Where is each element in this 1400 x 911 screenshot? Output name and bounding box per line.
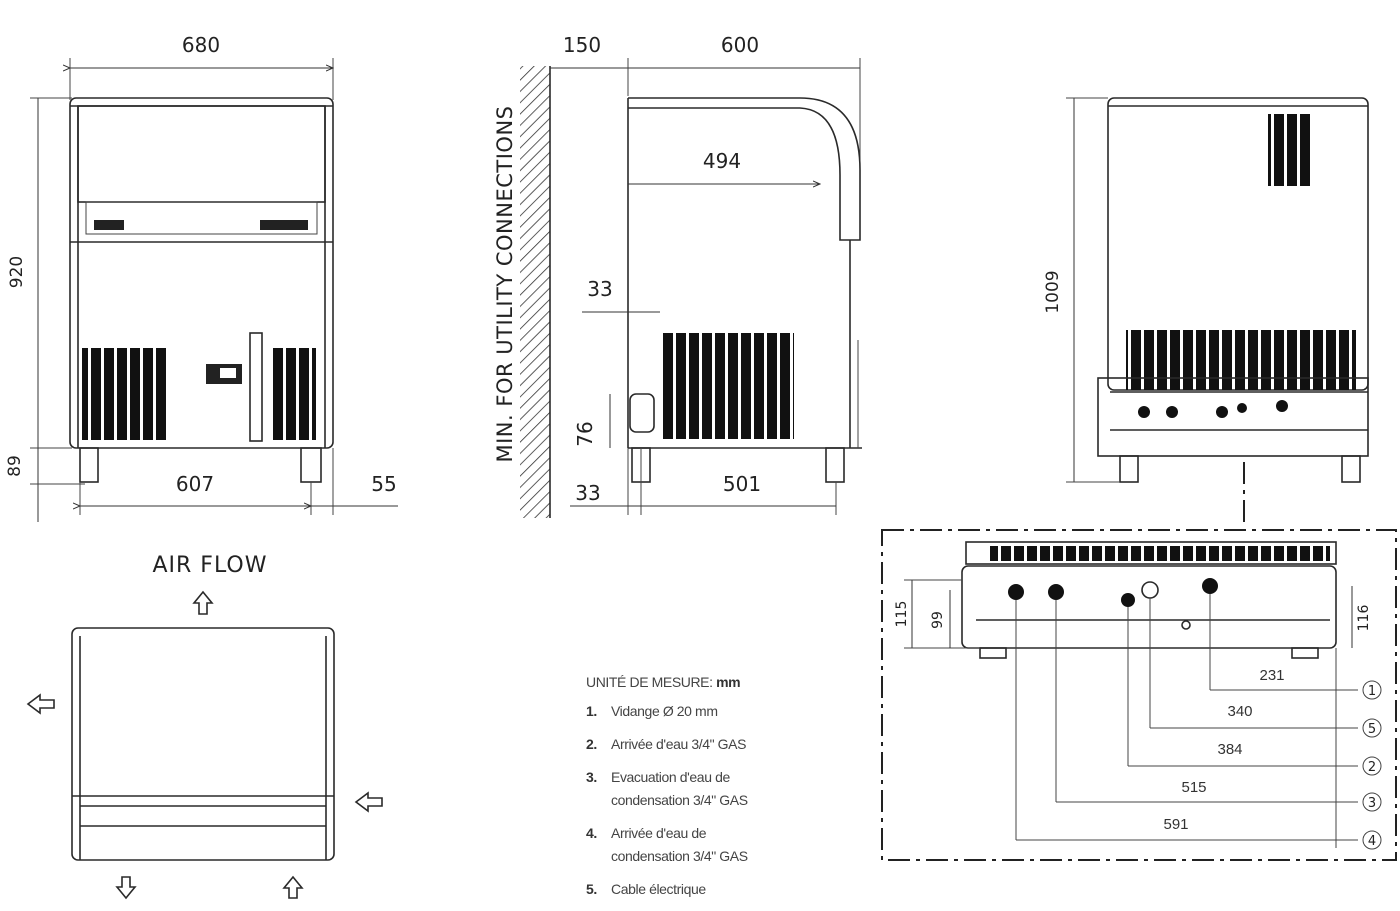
- detail-view: 115 99 116 231 340 384 515 591 1 5: [881, 529, 1397, 861]
- dim-99: 99: [930, 611, 946, 629]
- airflow-arrow-left: [26, 693, 55, 715]
- legend-item: 5.Cable électrique: [586, 881, 706, 897]
- callout-3: 3: [1362, 792, 1382, 812]
- airflow-arrow-down: [115, 876, 137, 900]
- dim-33-top: 33: [587, 277, 612, 301]
- dim-591: 591: [1163, 816, 1188, 833]
- dim-501: 501: [723, 472, 761, 496]
- dim-515: 515: [1181, 779, 1206, 796]
- dim-1009: 1009: [1043, 270, 1063, 313]
- dim-89: 89: [5, 455, 25, 477]
- dim-55: 55: [371, 472, 396, 496]
- airflow-arrow-up-bottom: [282, 875, 304, 899]
- legend: UNITÉ DE MESURE: mm 1.Vidange Ø 20 mm 2.…: [586, 674, 886, 911]
- dim-920: 920: [7, 256, 27, 288]
- dim-231: 231: [1259, 667, 1284, 684]
- unit-of-measure: UNITÉ DE MESURE: mm: [586, 674, 741, 690]
- svg-text:1: 1: [1368, 684, 1376, 699]
- airflow-arrow-right-in: [354, 791, 383, 813]
- callout-2: 2: [1362, 756, 1382, 776]
- dim-607: 607: [176, 472, 214, 496]
- callout-4: 4: [1362, 830, 1382, 850]
- dim-494: 494: [703, 149, 741, 173]
- legend-item: 1.Vidange Ø 20 mm: [586, 703, 718, 719]
- callout-1: 1: [1362, 680, 1382, 700]
- svg-text:3: 3: [1368, 796, 1376, 811]
- dim-115: 115: [894, 601, 910, 628]
- air-flow-label: AIR FLOW: [152, 553, 267, 578]
- front-view: 680 920 89 607: [5, 33, 398, 522]
- airflow-arrow-up-top: [192, 590, 214, 615]
- dim-150: 150: [563, 33, 601, 57]
- dim-680: 680: [182, 33, 220, 57]
- air-flow-view: AIR FLOW: [26, 553, 383, 900]
- svg-text:4: 4: [1368, 834, 1376, 849]
- side-view: MIN. FOR UTILITY CONNECTIONS 150 600 494…: [493, 33, 862, 518]
- dim-600: 600: [721, 33, 759, 57]
- svg-text:5: 5: [1368, 722, 1376, 737]
- dim-116: 116: [1356, 605, 1372, 632]
- utility-connections-label: MIN. FOR UTILITY CONNECTIONS: [493, 106, 517, 463]
- callout-5: 5: [1362, 718, 1382, 738]
- dim-384: 384: [1217, 741, 1242, 758]
- legend-item: 4.Arrivée d'eau de condensation 3/4" GAS: [586, 825, 748, 864]
- legend-list: 1.Vidange Ø 20 mm 2.Arrivée d'eau 3/4" G…: [586, 700, 886, 901]
- rear-view: 1009: [1043, 97, 1369, 528]
- dim-76: 76: [573, 421, 597, 446]
- dim-33-bottom: 33: [575, 481, 600, 505]
- legend-item: 2.Arrivée d'eau 3/4" GAS: [586, 736, 747, 752]
- svg-text:2: 2: [1368, 760, 1376, 775]
- dim-340: 340: [1227, 703, 1252, 720]
- legend-item: 3.Evacuation d'eau de condensation 3/4" …: [586, 769, 748, 808]
